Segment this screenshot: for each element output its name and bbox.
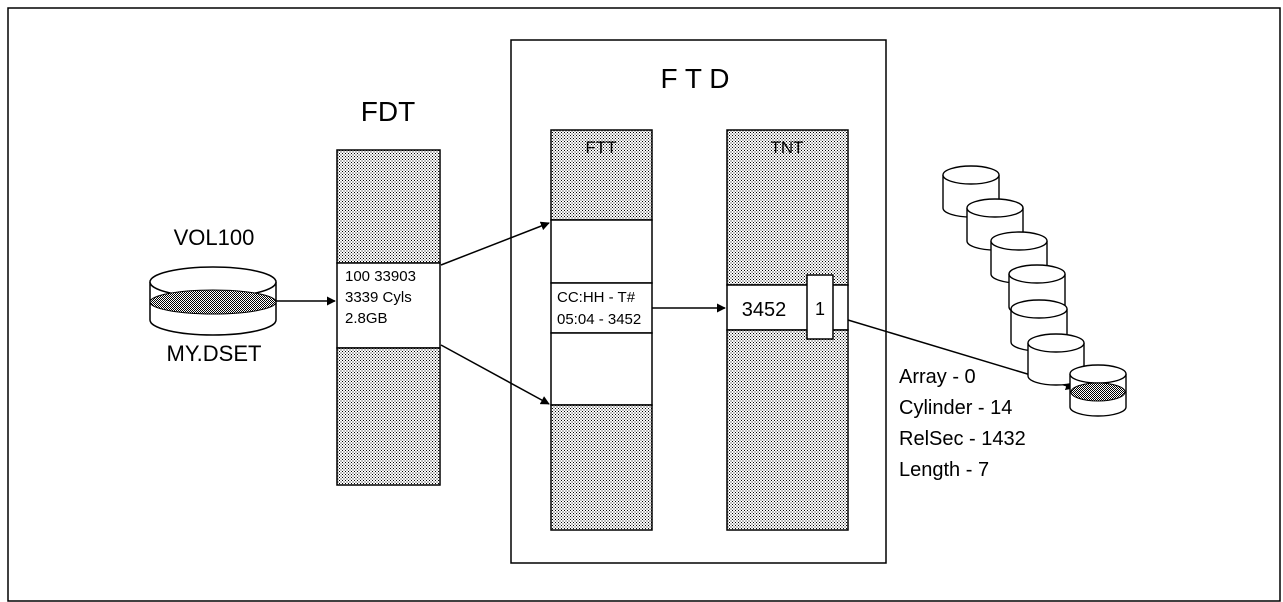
tnt-entry-index: 1	[815, 299, 825, 319]
array-info: Array - 0 Cylinder - 14 RelSec - 1432 Le…	[899, 366, 1026, 481]
fdt-entry-line-1: 100 33903	[345, 268, 416, 285]
fdt-entry-line-3: 2.8GB	[345, 310, 388, 327]
arrow-fdt-to-ftt-upper	[440, 221, 550, 266]
tnt-entry-value: 3452	[742, 299, 787, 321]
volume-dataset-label: MY.DSET	[167, 341, 262, 366]
outer-border	[7, 7, 1281, 602]
array-info-line: Cylinder - 14	[899, 397, 1012, 419]
ftt-entry-line-1: CC:HH - T#	[557, 289, 636, 306]
fdt-entry-line-2: 3339 Cyls	[345, 289, 412, 306]
tnt-table: TNT 3452 1	[726, 129, 849, 531]
ftt-entry-line-2: 05:04 - 3452	[557, 311, 641, 328]
volume-label: VOL100	[174, 225, 255, 250]
drive-stack	[942, 165, 1127, 417]
ftt-title: FTT	[585, 138, 616, 157]
array-info-line: Array - 0	[899, 366, 976, 388]
drive-target-band	[1070, 382, 1126, 402]
tnt-index-box	[806, 274, 834, 340]
array-info-line: Length - 7	[899, 459, 989, 481]
fdt-title: FDT	[361, 96, 415, 127]
ftd-title: F T D	[661, 63, 730, 94]
arrow-fdt-to-ftt-lower	[440, 344, 550, 405]
volume-dataset-band	[149, 289, 277, 315]
tnt-title: TNT	[770, 138, 803, 157]
volume-disk: VOL100 MY.DSET	[149, 225, 277, 366]
fdt-table: FDT 100 33903 3339 Cyls 2.8GB	[336, 96, 441, 486]
drive-cylinder-target	[1069, 364, 1127, 417]
fdt-entry	[336, 262, 441, 349]
ftt-table: FTT CC:HH - T# 05:04 - 3452	[550, 129, 653, 531]
array-info-line: RelSec - 1432	[899, 428, 1026, 450]
